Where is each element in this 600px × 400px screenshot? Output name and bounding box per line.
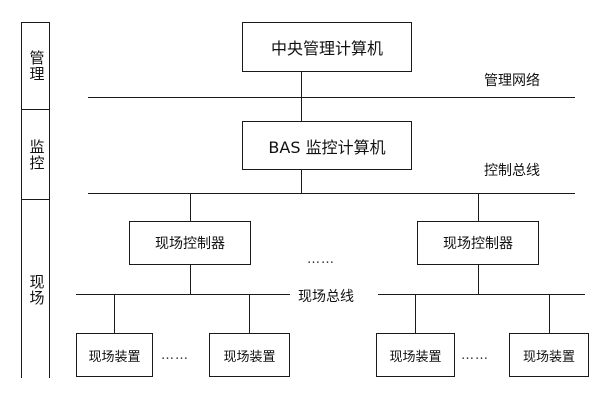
ellipsis-between-devices-right: ……: [461, 348, 489, 363]
bus-label-field-bus: 现场总线: [298, 289, 354, 305]
connector-central-to-management-network: [301, 72, 302, 97]
connector-field-bus-to-device-3: [415, 294, 416, 333]
tier-label-field: 现场: [27, 273, 46, 306]
connector-field-controller-right-to-field-bus: [478, 265, 479, 294]
connector-control-bus-to-field-controller-left: [190, 193, 191, 221]
connector-control-bus-to-field-controller-right: [478, 193, 479, 221]
bus-line-management-network: [88, 97, 575, 98]
node-field-device-3: 现场装置: [376, 333, 455, 377]
tier-label-management: 管理: [27, 50, 46, 82]
connector-field-bus-to-device-2: [249, 294, 250, 333]
node-field-device-1: 现场装置: [76, 333, 153, 377]
node-field-controller-right: 现场控制器: [417, 221, 539, 265]
connector-field-bus-to-device-1: [114, 294, 115, 333]
bus-line-field-bus-right: [378, 294, 585, 295]
node-central-management-computer: 中央管理计算机: [242, 22, 412, 72]
connector-field-bus-to-device-4: [549, 294, 550, 333]
tier-cell-field: 现场: [22, 200, 49, 379]
connector-management-network-to-bas: [301, 97, 302, 121]
bus-line-control-bus: [88, 193, 575, 194]
bus-line-field-bus-left: [76, 294, 290, 295]
tier-label-monitoring: 监控: [27, 138, 46, 171]
ellipsis-between-devices-left: ……: [161, 348, 189, 363]
bus-label-management-network: 管理网络: [484, 73, 540, 89]
node-bas-monitoring-computer: BAS 监控计算机: [242, 121, 412, 170]
ellipsis-between-field-controllers: ……: [307, 252, 335, 267]
node-field-device-4: 现场装置: [509, 333, 589, 377]
tier-column: 管理 监控 现场: [21, 22, 50, 379]
tier-cell-monitoring: 监控: [22, 110, 49, 200]
bus-label-control-bus: 控制总线: [484, 163, 540, 179]
connector-bas-to-control-bus: [301, 170, 302, 193]
node-field-controller-left: 现场控制器: [129, 221, 251, 265]
connector-field-controller-left-to-field-bus: [190, 265, 191, 294]
tier-cell-management: 管理: [22, 23, 49, 110]
node-field-device-2: 现场装置: [209, 333, 290, 377]
